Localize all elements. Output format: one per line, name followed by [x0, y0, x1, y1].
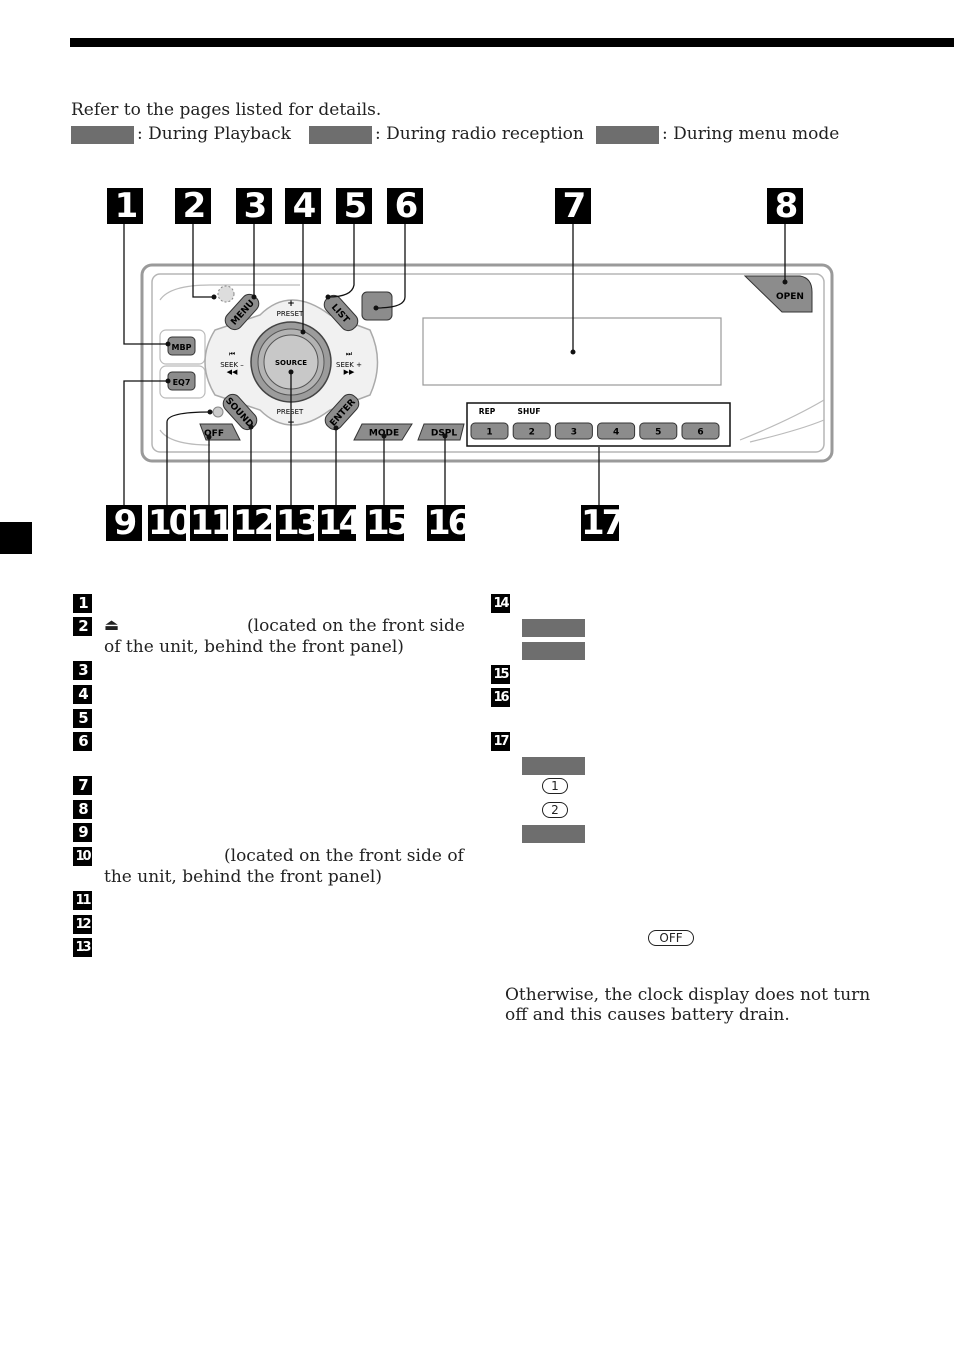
item-number-8: 8	[73, 800, 92, 819]
callout-2: 2	[175, 188, 211, 224]
callout-7: 7	[555, 188, 591, 224]
legend-box-playback	[71, 126, 134, 144]
preset-button-1[interactable]	[470, 422, 509, 440]
preset-label-5: 5	[655, 428, 661, 438]
item-number-15: 15	[491, 665, 510, 684]
mode-button	[353, 423, 413, 441]
release-button	[217, 285, 235, 303]
circled-1-icon: 1	[542, 778, 568, 794]
legend-label-radio: : During radio reception	[375, 124, 584, 144]
item-number-4: 4	[73, 685, 92, 704]
preset-buttons: 1 2 3 4 5 6	[470, 422, 720, 440]
item2-text-line1: (located on the front side	[247, 616, 465, 636]
off-button-icon: OFF	[648, 930, 694, 946]
seek-left-label: SEEK –	[220, 361, 244, 369]
callout-8: 8	[767, 188, 803, 224]
preset-button-4[interactable]	[597, 422, 636, 440]
callout-14: 14	[318, 503, 362, 543]
callout-16: 16	[427, 503, 471, 543]
preset-button-2[interactable]	[512, 422, 551, 440]
callout-13: 13	[276, 503, 320, 543]
svg-text:⏭: ⏭	[346, 350, 353, 358]
callout-12: 12	[233, 503, 277, 543]
shuf-label: SHUF	[518, 407, 541, 416]
preset-label-2: 2	[529, 428, 535, 438]
front-panel-diagram: MBP EQ7 OFF SOURCE + PRESET PRESET − ⏮ S…	[123, 224, 834, 505]
note-line2: off and this causes battery drain.	[505, 1005, 790, 1025]
rep-label: REP	[479, 407, 496, 416]
callout-11: 11	[190, 503, 234, 543]
enter-button	[324, 393, 360, 431]
item-number-13: 13	[73, 938, 92, 957]
item-number-7: 7	[73, 776, 92, 795]
preset-top-label: PRESET	[277, 310, 304, 318]
item10-text-line1: (located on the front side of	[224, 846, 464, 866]
open-label: OPEN	[776, 292, 804, 302]
callout-9: 9	[106, 505, 142, 541]
source-label: SOURCE	[275, 359, 307, 367]
item-number-5: 5	[73, 709, 92, 728]
item-number-1: 1	[73, 594, 92, 613]
mbp-label: MBP	[172, 343, 192, 352]
item-number-3: 3	[73, 661, 92, 680]
page-side-tab	[0, 522, 32, 554]
panel-inner	[151, 273, 825, 453]
legend-box-menu	[596, 126, 659, 144]
item-number-11: 11	[73, 891, 92, 910]
seek-right-label: SEEK +	[336, 361, 362, 369]
svg-text:⏮: ⏮	[229, 350, 235, 358]
eject-icon: ⏏	[104, 615, 120, 634]
item-number-9: 9	[73, 823, 92, 842]
item-number-2: 2	[73, 617, 92, 636]
plus-label: +	[287, 299, 295, 309]
preset-button-6[interactable]	[681, 422, 720, 440]
item-number-16: 16	[491, 688, 510, 707]
legend-box-radio	[309, 126, 372, 144]
legend-label-menu: : During menu mode	[662, 124, 840, 144]
display-window	[422, 317, 722, 386]
legend-label-playback: : During Playback	[137, 124, 291, 144]
svg-text:◀◀: ◀◀	[227, 368, 238, 376]
item-number-6: 6	[73, 732, 92, 751]
callout-15: 15	[366, 503, 410, 543]
open-button	[743, 275, 813, 313]
preset-button-3[interactable]	[554, 422, 593, 440]
preset-group-box	[466, 402, 731, 447]
eq7-label: EQ7	[173, 378, 191, 387]
preset-label-4: 4	[613, 428, 619, 438]
item17-radio-box	[522, 825, 585, 843]
item-number-12: 12	[73, 915, 92, 934]
preset-button-5[interactable]	[639, 422, 678, 440]
item-number-10: 10	[73, 847, 92, 866]
callout-1: 1	[107, 188, 143, 224]
item2-text-line2: of the unit, behind the front panel)	[104, 637, 404, 657]
circled-2-icon: 2	[542, 802, 568, 818]
callout-10: 10	[148, 503, 192, 543]
callout-4: 4	[285, 188, 321, 224]
off-label: OFF	[204, 429, 224, 439]
dspl-button	[417, 423, 465, 441]
header-rule	[70, 38, 954, 47]
item17-playback-box	[522, 757, 585, 775]
callout-3: 3	[236, 188, 272, 224]
preset-label-1: 1	[486, 428, 492, 438]
panel-outer	[140, 263, 834, 463]
item-number-14: 14	[491, 594, 510, 613]
preset-label-3: 3	[571, 428, 577, 438]
callout-17: 17	[581, 503, 625, 543]
item-number-17: 17	[491, 732, 510, 751]
preset-label-6: 6	[697, 428, 703, 438]
item14-playback-box	[522, 619, 585, 637]
callout-5: 5	[336, 188, 372, 224]
note-line1: Otherwise, the clock display does not tu…	[505, 985, 871, 1005]
svg-text:▶▶: ▶▶	[344, 368, 355, 376]
callout-6: 6	[387, 188, 423, 224]
item10-text-line2: the unit, behind the front panel)	[104, 867, 382, 887]
reset-button	[212, 406, 224, 418]
refer-text: Refer to the pages listed for details.	[71, 100, 382, 120]
item14-menu-box	[522, 642, 585, 660]
dspl-label: DSPL	[431, 429, 458, 439]
